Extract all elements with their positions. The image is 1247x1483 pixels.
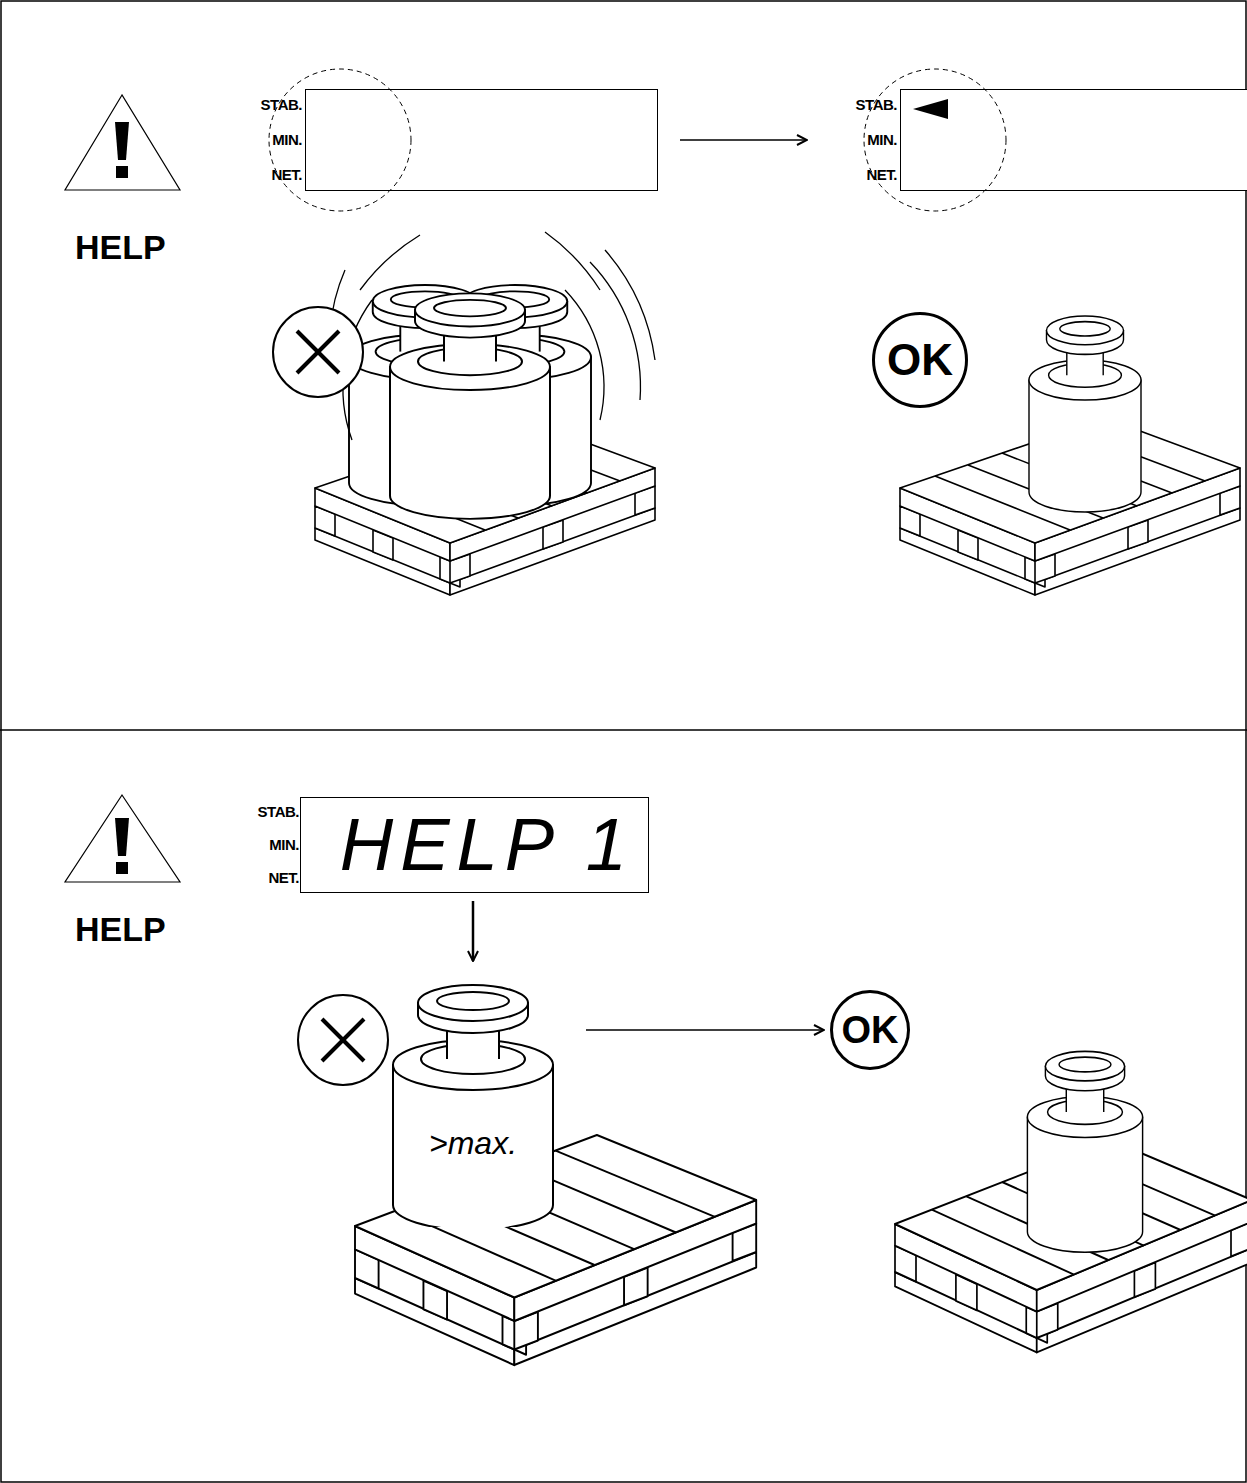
indicator-label: STAB. xyxy=(247,804,299,820)
flow-arrow xyxy=(680,139,807,141)
focus-circle xyxy=(269,69,411,211)
indicator-label: STAB. xyxy=(845,97,897,113)
display-screen xyxy=(900,89,1247,191)
weight-load: >max. xyxy=(378,975,568,1227)
indicator-label: NET. xyxy=(845,167,897,183)
capacity-text: >max. xyxy=(378,1125,568,1162)
ok-label: OK xyxy=(887,338,953,382)
indicator-label: NET. xyxy=(247,870,299,886)
flow-arrow xyxy=(472,901,475,961)
indicator-label: MIN. xyxy=(250,132,302,148)
display-readout: HELP 1 xyxy=(340,805,634,885)
reject-symbol xyxy=(273,307,363,397)
display-screen xyxy=(305,89,658,191)
vibrating-weight xyxy=(349,285,591,519)
ok-label: OK xyxy=(842,1011,899,1049)
display-panel: STAB. MIN. NET. xyxy=(250,89,658,191)
indicator-label: MIN. xyxy=(247,837,299,853)
indicator-label: MIN. xyxy=(845,132,897,148)
stable-weight xyxy=(1027,1051,1142,1252)
display-panel: STAB. MIN. NET. xyxy=(845,89,1247,191)
focus-circle xyxy=(864,69,1006,211)
display-screen: HELP 1 xyxy=(300,797,649,893)
warning-triangle xyxy=(65,95,180,190)
vibration-arcs xyxy=(330,232,655,440)
display-panel: HELP 1 STAB. MIN. NET. xyxy=(247,797,649,893)
status-circle: OK xyxy=(872,312,968,408)
panel-divider xyxy=(0,729,1247,731)
flow-arrow xyxy=(586,1029,824,1031)
indicator-label: STAB. xyxy=(250,97,302,113)
warning-triangle xyxy=(65,795,180,882)
reject-symbol xyxy=(298,995,388,1085)
stable-weight xyxy=(1029,316,1141,512)
weight-outline xyxy=(378,975,568,1227)
help-heading: HELP xyxy=(75,228,166,267)
help-heading: HELP xyxy=(75,910,166,949)
status-circle: OK xyxy=(830,990,910,1070)
indicator-label: NET. xyxy=(250,167,302,183)
stability-indicator xyxy=(913,99,948,119)
